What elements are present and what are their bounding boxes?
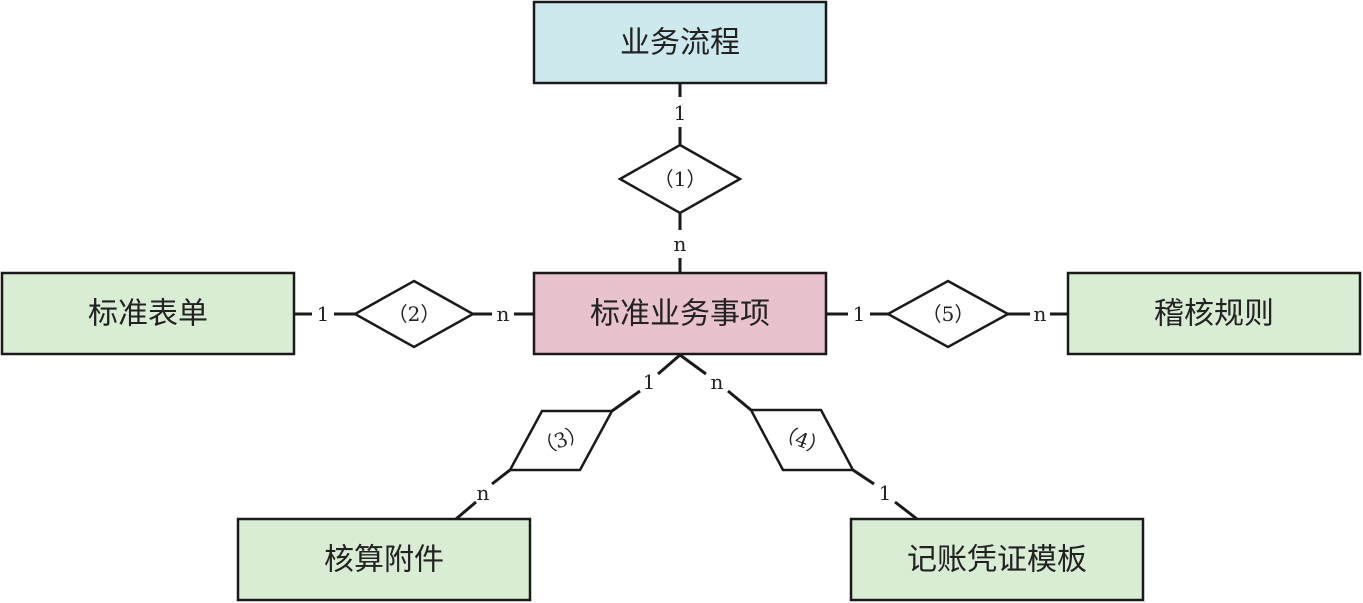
relationship-r2: （2）: [352, 279, 476, 349]
cardinality-labels: 1 n 1 n 1 n 1 n n 1: [317, 101, 1047, 505]
entity-process: 业务流程: [532, 0, 828, 85]
entity-standard-item-box: [532, 271, 828, 356]
edge-r4-voucher-upper: [852, 468, 875, 486]
edge-r3-attachments-lower: [455, 500, 477, 521]
entity-attachments-box: [236, 517, 532, 602]
cardinality-r5-rules: n: [1034, 302, 1047, 326]
entity-voucher-template: 记账凭证模板: [849, 517, 1145, 602]
edge-item-r3-upper: [657, 353, 681, 376]
edge-item-r4-upper: [679, 353, 707, 376]
cardinality-r4-item: n: [711, 370, 724, 394]
relationship-r3-diamond: [507, 409, 615, 472]
edge-item-r3-lower: [611, 389, 641, 413]
edge-r3-attachments-upper: [491, 468, 511, 486]
entity-attachments: 核算附件: [236, 517, 532, 602]
entity-standard-item: 标准业务事项: [532, 271, 828, 356]
relationship-r5-diamond: [885, 279, 1011, 349]
entity-attachments-label: 核算附件: [324, 543, 444, 578]
cardinality-r1-process: 1: [674, 101, 687, 125]
relationship-r5-label: （5）: [922, 302, 975, 326]
cardinality-r4-voucher: 1: [879, 481, 892, 505]
relationship-r1: （1）: [617, 143, 743, 215]
relationship-r2-label: （2）: [388, 302, 441, 326]
relationship-r4-diamond: [748, 408, 856, 472]
connector-lines: [294, 83, 1068, 521]
entity-voucher-template-label: 记账凭证模板: [907, 543, 1087, 578]
cardinality-r5-item: 1: [853, 302, 866, 326]
relationship-r3: （3）: [507, 409, 615, 472]
entity-standard-form-box: [0, 271, 296, 356]
cardinality-r3-item: 1: [643, 370, 656, 394]
entity-audit-rules-label: 稽核规则: [1154, 297, 1274, 332]
relationship-r5: （5）: [885, 279, 1011, 349]
relationship-r4: （4）: [748, 408, 856, 472]
relationship-r1-diamond: [617, 143, 743, 215]
relationship-r2-diamond: [352, 279, 476, 349]
entity-process-label: 业务流程: [620, 26, 740, 61]
cardinality-r1-item: n: [674, 232, 687, 256]
edge-r4-voucher-lower: [894, 500, 918, 521]
entity-voucher-template-box: [849, 517, 1145, 602]
entity-standard-item-label: 标准业务事项: [590, 297, 770, 332]
cardinality-r3-attachments: n: [477, 481, 490, 505]
entity-standard-form-label: 标准表单: [88, 297, 208, 332]
entity-audit-rules-box: [1066, 271, 1362, 356]
entity-standard-form: 标准表单: [0, 271, 296, 356]
entity-audit-rules: 稽核规则: [1066, 271, 1362, 356]
cardinality-r2-item: n: [497, 302, 510, 326]
relationship-r1-label: （1）: [654, 167, 707, 191]
cardinality-r2-form: 1: [317, 302, 330, 326]
edge-item-r4-lower: [727, 389, 752, 412]
entity-process-box: [532, 0, 828, 85]
